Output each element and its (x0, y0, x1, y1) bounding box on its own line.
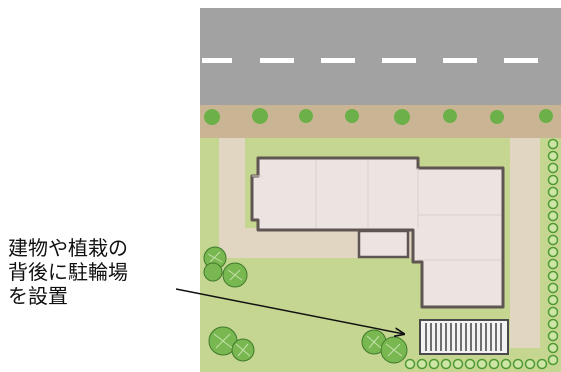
sidewalk (200, 105, 561, 138)
building-partitions (252, 160, 501, 261)
callout-arrow (175, 288, 404, 334)
street-tree-icon (204, 108, 553, 125)
annotation-text: 建物や植栽の 背後に駐輪場 を設置 (8, 236, 183, 308)
hedge-icon-bottom (404, 358, 548, 370)
road-lane-markings (202, 58, 538, 63)
annotation-line-3: を設置 (8, 284, 68, 308)
annotation-line-2: 背後に駐輪場 (8, 260, 128, 284)
annex (357, 229, 410, 259)
hedge-icon (547, 138, 559, 366)
road (200, 8, 561, 105)
annotation-line-1: 建物や植栽の (8, 236, 128, 260)
shrub-texture (207, 251, 403, 357)
bicycle-rack-icon (419, 319, 509, 355)
building (250, 156, 505, 309)
